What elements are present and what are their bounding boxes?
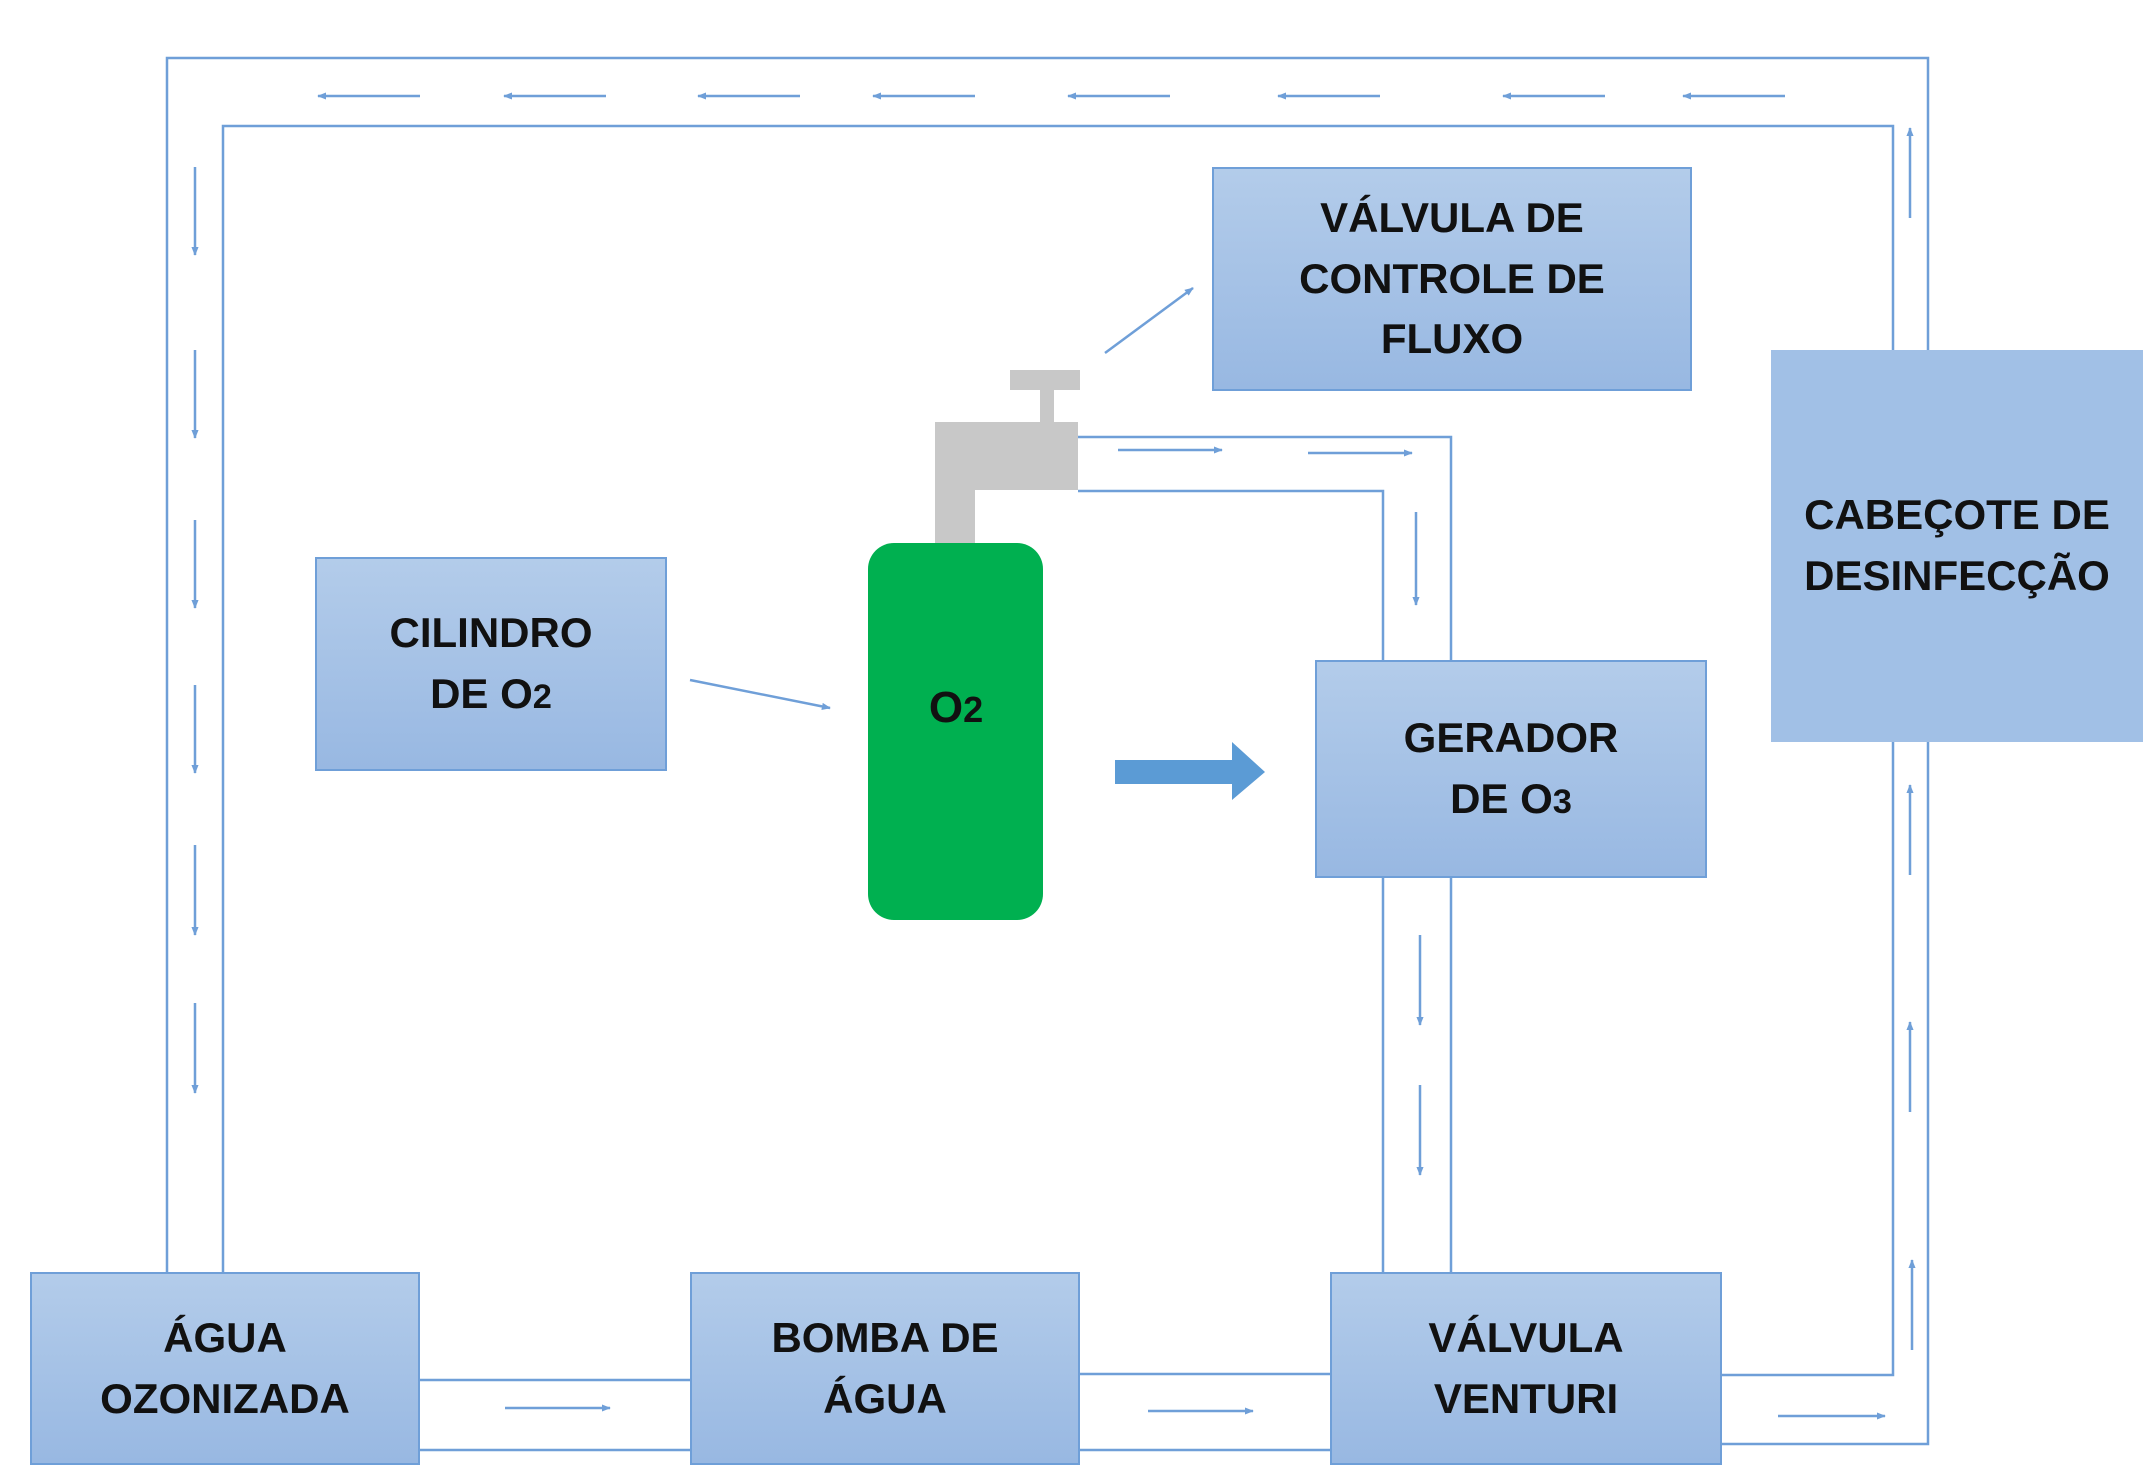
cilindro-pointer-arrow [690, 680, 830, 708]
bomba-agua-box: BOMBA DE ÁGUA [690, 1272, 1080, 1465]
generator-to-venturi-pipe [1383, 878, 1451, 1272]
agua-ozonizada-box: ÁGUA OZONIZADA [30, 1272, 420, 1465]
valve-icon [935, 370, 1080, 544]
cabecote-desinfeccao-label: CABEÇOTE DE DESINFECÇÃO [1804, 485, 2110, 607]
valve-pointer-arrow [1105, 288, 1193, 353]
gerador-o3-label: GERADOR DE O3 [1404, 708, 1619, 830]
gerador-o3-box: GERADOR DE O3 [1315, 660, 1707, 878]
valvula-controle-fluxo-box: VÁLVULA DE CONTROLE DE FLUXO [1212, 167, 1692, 391]
cilindro-o2-label: CILINDRO DE O2 [390, 603, 593, 725]
right-return-pipe [1722, 742, 1928, 1444]
agua-ozonizada-label: ÁGUA OZONIZADA [100, 1308, 350, 1430]
bomba-agua-label: BOMBA DE ÁGUA [771, 1308, 998, 1430]
cabecote-desinfeccao-box: CABEÇOTE DE DESINFECÇÃO [1771, 350, 2143, 742]
valve-to-generator-pipe [1078, 437, 1451, 660]
valvula-venturi-label: VÁLVULA VENTURI [1428, 1308, 1623, 1430]
cilindro-o2-box: CILINDRO DE O2 [315, 557, 667, 771]
oxygen-tank-label: O2 [870, 683, 1042, 733]
valvula-venturi-box: VÁLVULA VENTURI [1330, 1272, 1722, 1465]
big-flow-arrow [1115, 742, 1265, 800]
valvula-controle-fluxo-label: VÁLVULA DE CONTROLE DE FLUXO [1299, 188, 1605, 371]
